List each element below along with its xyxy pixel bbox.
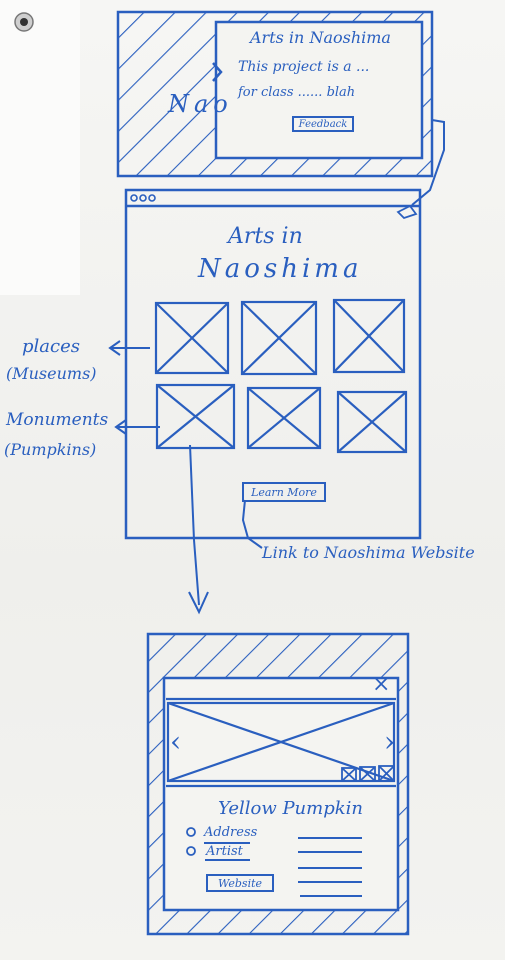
homepage-title-line-2: Naoshima: [198, 254, 363, 284]
image-placeholder-6: [336, 390, 408, 454]
modal-dialog-box: [214, 20, 424, 160]
image-placeholder-2: [240, 300, 318, 376]
chevron-left-icon[interactable]: ‹: [170, 725, 182, 758]
modal-prev-arrow: [212, 62, 223, 82]
modal-connector-line: [411, 119, 445, 206]
modal-background-text: Nao: [168, 90, 233, 118]
annotation-monuments: Monuments: [6, 410, 109, 430]
image-placeholder-1: [154, 301, 230, 375]
whiteboard-glare: [0, 0, 80, 295]
whiteboard-magnet: [14, 12, 34, 32]
annotation-link-note: Link to Naoshima Website: [262, 543, 475, 562]
feedback-button[interactable]: Feedback: [292, 116, 354, 132]
annotation-arrows: [108, 340, 263, 615]
homepage-title-line-1: Arts in: [228, 224, 303, 249]
annotation-monuments-sub: (Pumpkins): [4, 440, 97, 459]
modal-body-line-1: This project is a ...: [238, 59, 370, 75]
modal-title: Arts in Naoshima: [250, 28, 391, 47]
image-placeholder-4: [155, 383, 236, 450]
chevron-right-icon[interactable]: ›: [384, 725, 396, 758]
detail-dialog-box: [162, 676, 400, 912]
learn-more-button[interactable]: Learn More: [242, 482, 326, 502]
modal-body-line-2: for class ...... blah: [238, 85, 356, 100]
close-icon[interactable]: ×: [372, 672, 391, 697]
detail-title: Yellow Pumpkin: [218, 798, 364, 819]
website-button[interactable]: Website: [206, 874, 274, 892]
detail-field-address: Address: [204, 825, 258, 840]
image-placeholder-3: [332, 298, 406, 374]
detail-field-artist: Artist: [206, 844, 243, 859]
detail-thumbnail-strip: [341, 765, 395, 782]
homepage-frame: [124, 188, 422, 540]
image-placeholder-grid: [154, 298, 408, 454]
detail-info-lines: [204, 837, 362, 897]
annotation-places-sub: (Museums): [6, 364, 97, 383]
detail-field-icons: [186, 827, 196, 856]
image-placeholder-5: [246, 386, 322, 450]
annotation-places: places: [22, 336, 80, 357]
